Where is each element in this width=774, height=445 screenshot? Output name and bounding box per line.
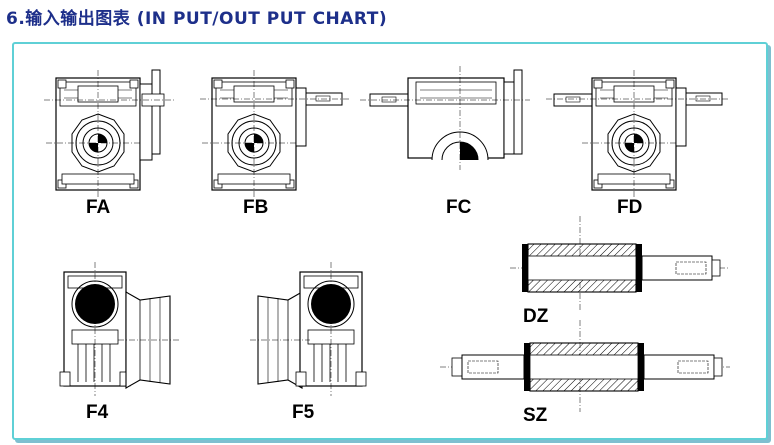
diagram-dz: [510, 216, 730, 310]
diagram-fa: [44, 69, 176, 199]
diagram-fd: [546, 69, 730, 199]
diagram-f4: [59, 261, 180, 397]
label-dz: DZ: [523, 306, 549, 327]
diagram-fb: [200, 69, 350, 199]
label-f5: F5: [292, 402, 315, 423]
label-sz: SZ: [523, 405, 548, 426]
diagram-fc: [360, 66, 530, 170]
label-fd: FD: [617, 197, 643, 218]
label-f4: F4: [86, 402, 109, 423]
label-fa: FA: [86, 197, 111, 218]
label-fb: FB: [243, 197, 269, 218]
diagram-f5: [250, 261, 367, 397]
page-title: 6.输入输出图表 (IN PUT/OUT PUT CHART): [6, 9, 388, 29]
label-fc: FC: [446, 197, 472, 218]
diagram-sz: [440, 320, 730, 412]
